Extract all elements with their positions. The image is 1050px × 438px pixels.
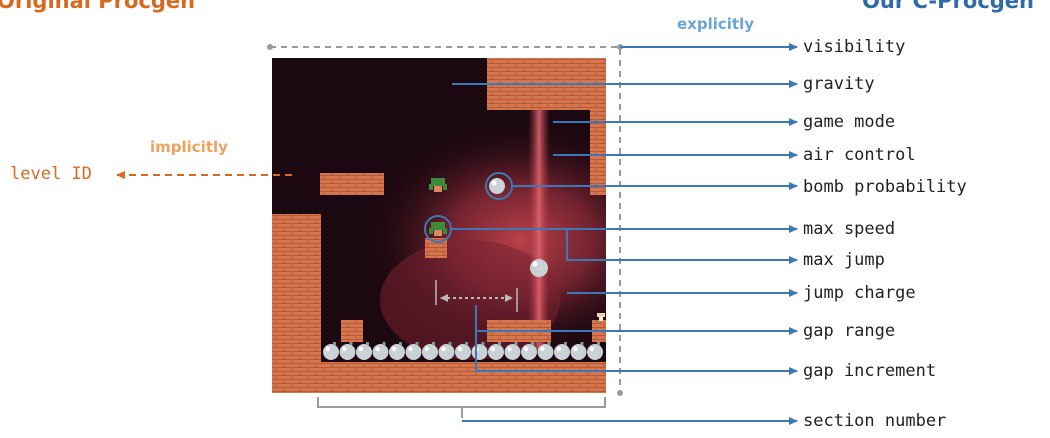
bomb-icon [554,342,570,360]
brick-platform [341,320,363,342]
param-jump-charge: jump charge [803,283,916,303]
param-gap-range: gap range [803,321,896,341]
bomb-icon [389,342,405,360]
bracket-dot [617,390,623,396]
bomb-icon [323,342,339,360]
bomb-icon [372,342,389,360]
bomb-icon [438,342,455,360]
bomb-icon [339,342,356,360]
bomb-row [323,342,603,360]
connectors [424,43,798,425]
param-section-number: section number [803,411,947,431]
bomb-icon [422,342,438,360]
original-procgen-header: Original Procgen [0,0,196,13]
brick-platform [590,110,606,195]
bomb-icon [455,342,471,360]
bomb-icon [405,342,422,360]
bomb-icon [488,342,504,360]
brick-platform [425,238,447,258]
param-gap-increment: gap increment [803,361,937,381]
param-air-control: air control [803,145,916,165]
bomb-icon [530,259,548,277]
gap-increment-arrow [475,305,798,375]
param-visibility: visibility [803,37,906,57]
game-screen [272,58,606,393]
level-id-label: level ID [10,164,92,184]
bomb-icon [489,178,505,194]
section-bracket [317,397,606,408]
mushroom-icon [597,313,605,321]
param-bomb-probability: bomb probability [803,177,967,197]
param-game-mode: game mode [803,112,896,132]
brick-floor [272,362,606,393]
bomb-icon [356,342,372,360]
bomb-icon [587,342,603,360]
explicitly-label: explicitly [677,15,754,33]
bomb-icon [537,342,554,360]
player-icon [429,178,447,192]
bracket-dot [267,44,273,50]
implicitly-label: implicitly [150,138,228,156]
max-jump-arrow [566,229,798,264]
param-gravity: gravity [803,74,875,94]
param-max-speed: max speed [803,219,896,239]
player-icon [429,222,447,236]
bomb-icon [521,342,537,360]
c-procgen-header: Our C-Procgen [862,0,1034,13]
brick-platform [320,173,384,195]
bomb-icon [504,342,521,360]
bomb-icon [570,342,587,360]
param-max-jump: max jump [803,250,885,270]
